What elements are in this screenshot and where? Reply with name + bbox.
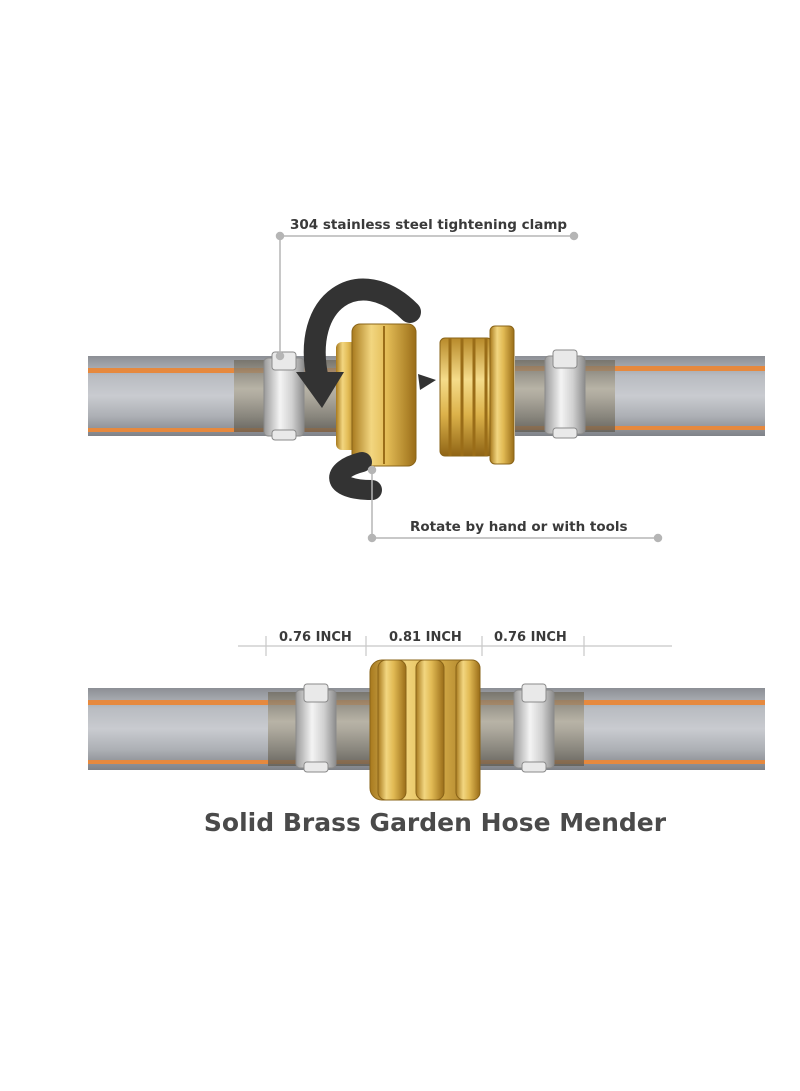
dimension-right-label: 0.76 INCH — [494, 630, 567, 645]
clamp-right-bottom — [513, 683, 555, 773]
clamp-left-top — [263, 351, 305, 441]
male-brass-fitting — [439, 325, 515, 465]
clamp-right-top — [544, 349, 586, 439]
clamp-callout-line — [275, 231, 579, 361]
assembled-brass-mender — [369, 659, 481, 801]
hose-right-top — [515, 356, 765, 436]
dimension-left-label: 0.76 INCH — [279, 630, 352, 645]
product-title: Solid Brass Garden Hose Mender — [203, 808, 667, 837]
rotate-callout-line — [367, 465, 663, 543]
dimension-line — [238, 636, 672, 656]
rotation-arrow-icon — [296, 278, 436, 500]
clamp-left-bottom — [295, 683, 337, 773]
dimension-center-label: 0.81 INCH — [389, 630, 462, 645]
female-brass-fitting — [336, 323, 417, 467]
rotate-callout-label: Rotate by hand or with tools — [410, 519, 628, 535]
clamp-callout-label: 304 stainless steel tightening clamp — [290, 217, 568, 233]
